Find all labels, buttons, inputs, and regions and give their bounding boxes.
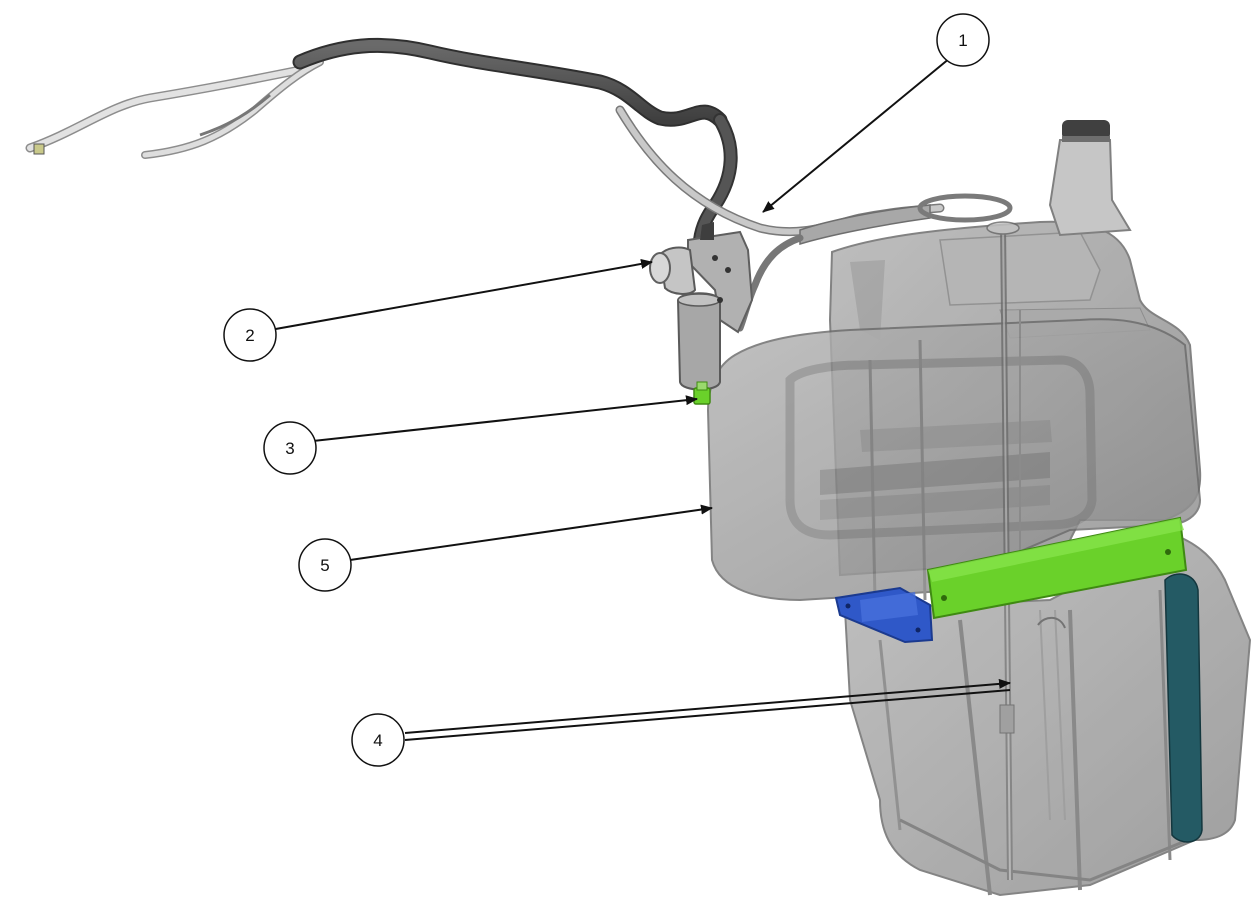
callout-circle [223, 308, 277, 362]
callout-number: 5 [320, 556, 329, 575]
leader-line-4b [404, 689, 1011, 741]
teal-strap [1164, 573, 1203, 843]
callout-leaders [269, 57, 1011, 741]
callout-1: 1 [936, 13, 990, 67]
leader-line-1 [762, 57, 951, 213]
green-bracket [926, 516, 1188, 620]
callout-circle [936, 13, 990, 67]
callout-3: 3 [263, 421, 317, 475]
washer-pump [649, 222, 754, 391]
lower-tank [843, 221, 1252, 897]
callout-5: 5 [298, 538, 352, 592]
callout-2: 2 [223, 308, 277, 362]
leader-line-3 [312, 395, 698, 442]
leader-line-4 [404, 678, 1011, 734]
callout-circle [298, 538, 352, 592]
callout-circle [263, 421, 317, 475]
blue-bracket [834, 586, 934, 644]
callout-number: 1 [958, 31, 967, 50]
leader-line-2 [269, 259, 653, 331]
leader-line-5 [349, 504, 713, 561]
callout-number: 3 [285, 439, 294, 458]
main-tank [706, 310, 1202, 602]
pump-outlet-fitting [693, 381, 711, 405]
callout-number: 2 [245, 326, 254, 345]
callout-4: 4 [351, 713, 405, 767]
callout-number: 4 [373, 731, 382, 750]
hose-assembly [25, 37, 1013, 332]
callout-circle [351, 713, 405, 767]
